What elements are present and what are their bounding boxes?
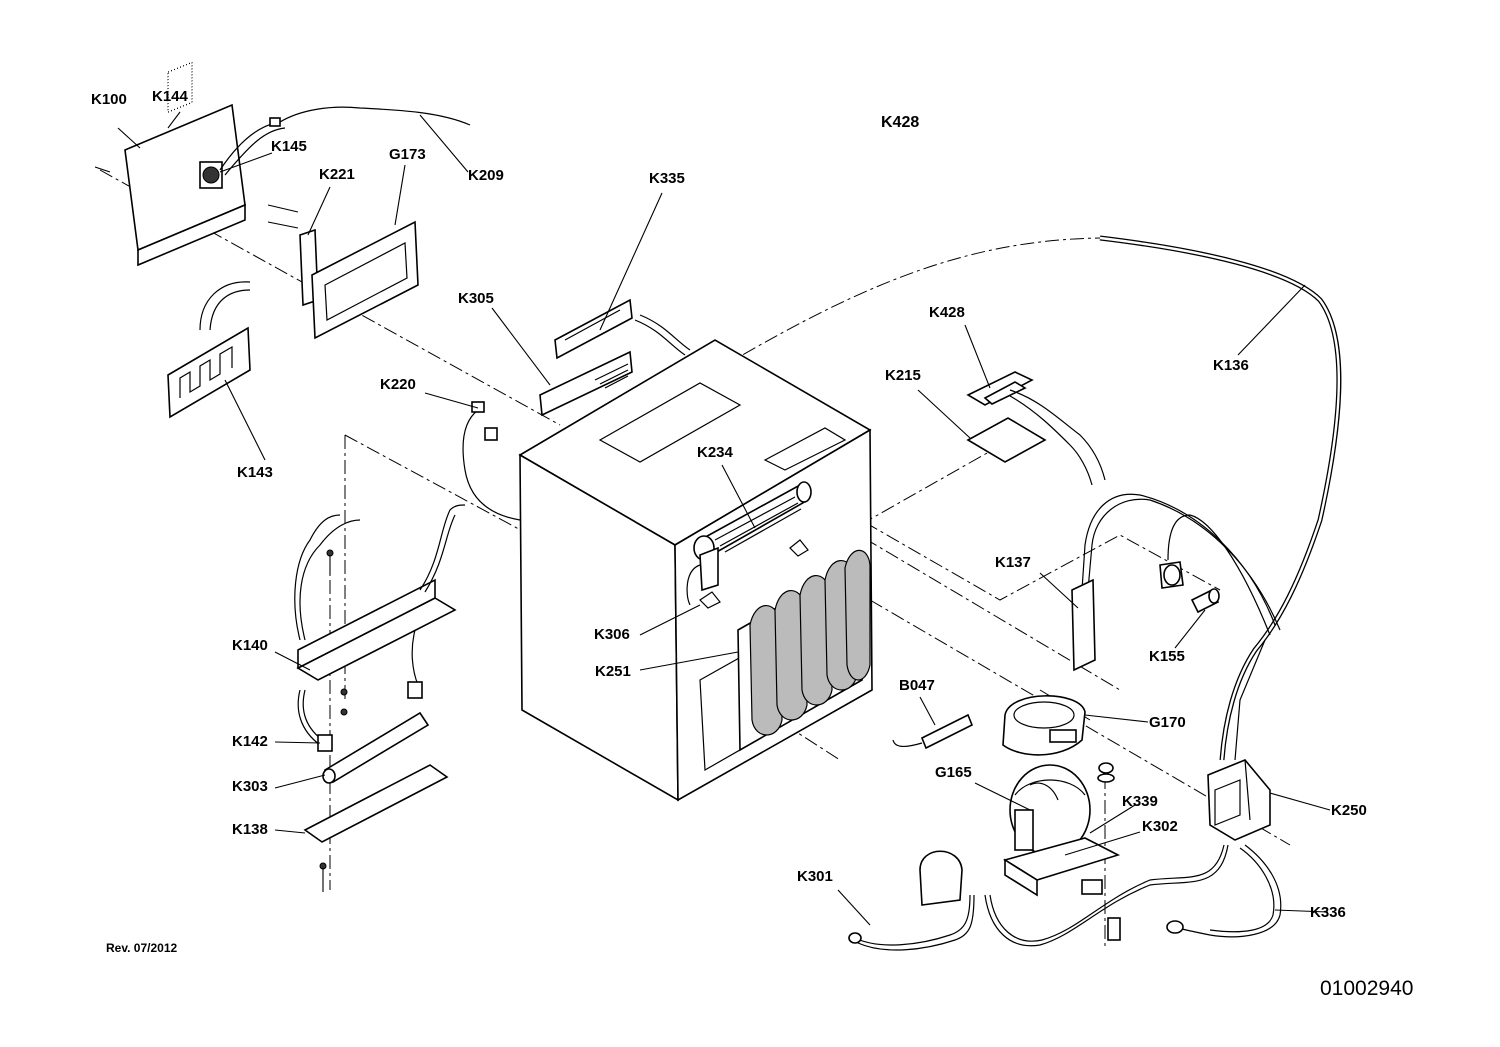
label-k302: K302	[1142, 818, 1178, 835]
leader-lines	[167, 111, 1331, 926]
label-k215: K215	[885, 367, 921, 384]
sensor-k220	[462, 401, 521, 521]
label-k221: K221	[319, 166, 355, 183]
control-board-k335	[554, 298, 691, 360]
label-k144: K144	[152, 88, 188, 105]
b047-sensor	[892, 713, 974, 750]
bracket-k306	[699, 539, 809, 609]
label-k136: K136	[1213, 357, 1249, 374]
document-number: 01002940	[1320, 977, 1414, 1000]
fan-k234	[686, 481, 812, 606]
cable-k136	[1081, 235, 1342, 761]
label-k209: K209	[468, 167, 504, 184]
label-k339: K339	[1122, 793, 1158, 810]
g170-ring	[1002, 695, 1086, 756]
cover-k305	[539, 350, 633, 417]
label-b047: B047	[899, 677, 935, 694]
panel-k144	[94, 61, 246, 267]
label-g170: G170	[1149, 714, 1186, 731]
label-g165: G165	[935, 764, 972, 781]
label-k305: K305	[458, 290, 494, 307]
cable-k209	[219, 106, 471, 176]
plate-g173	[267, 204, 419, 340]
k137-k155	[1071, 561, 1220, 672]
label-k220: K220	[380, 376, 416, 393]
label-k336: K336	[1310, 904, 1346, 921]
label-k143: K143	[237, 464, 273, 481]
label-k234: K234	[697, 444, 733, 461]
label-k145: K145	[271, 138, 307, 155]
compressor-g165	[919, 762, 1121, 941]
revision-note: Rev. 07/2012	[106, 941, 178, 955]
header-code-label: K428	[881, 114, 920, 131]
label-g173: G173	[389, 146, 426, 163]
relay-k250	[1207, 759, 1271, 841]
lamp-assembly-k140	[294, 504, 466, 746]
label-k137: K137	[995, 554, 1031, 571]
label-k301: K301	[797, 868, 833, 885]
label-k155: K155	[1149, 648, 1185, 665]
label-k251: K251	[595, 663, 631, 680]
label-k142: K142	[232, 733, 268, 750]
board-k428	[966, 371, 1106, 486]
heater-mat-k143	[167, 281, 251, 419]
label-k306: K306	[594, 626, 630, 643]
label-k250: K250	[1331, 802, 1367, 819]
lamp-parts	[303, 711, 449, 892]
cables-lower	[848, 844, 1282, 951]
label-k140: K140	[232, 637, 268, 654]
label-k303: K303	[232, 778, 268, 795]
condenser-k251	[737, 549, 871, 752]
label-k428: K428	[929, 304, 965, 321]
label-k335: K335	[649, 170, 685, 187]
label-k138: K138	[232, 821, 268, 838]
cabinet	[518, 339, 873, 802]
label-k100: K100	[91, 91, 127, 108]
